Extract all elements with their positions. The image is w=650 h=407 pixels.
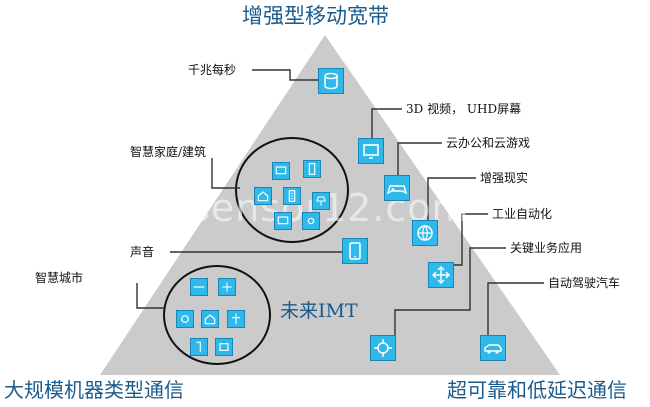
title-enhanced-mobile-broadband: 增强型移动宽带 <box>242 4 389 28</box>
globe-icon <box>412 220 438 246</box>
label-smart-home: 智慧家庭/建筑 <box>130 145 207 159</box>
connector-3d-video <box>371 108 402 138</box>
phone-icon <box>303 160 321 178</box>
game-controller-icon <box>384 175 410 201</box>
monitor-icon <box>272 162 290 180</box>
label-mission-critical: 关键业务应用 <box>510 241 583 255</box>
label-cloud: 云办公和云游戏 <box>446 136 531 150</box>
connector-mission-critical <box>394 247 506 335</box>
label-ar: 增强现实 <box>480 171 529 185</box>
connector-lines <box>136 69 544 335</box>
center-label-future-imt: 未来IMT <box>280 300 358 322</box>
smart-home-circle <box>235 137 349 243</box>
crosshair-icon <box>370 335 396 361</box>
database-icon <box>318 68 344 94</box>
connector-smart-home <box>211 158 240 189</box>
lamp-icon <box>190 338 208 356</box>
house-icon <box>254 187 272 205</box>
label-autonomous: 自动驾驶汽车 <box>548 276 621 290</box>
connector-ar <box>427 177 476 220</box>
building-icon <box>283 187 301 205</box>
corner-label-massive-machine-type: 大规模机器类型通信 <box>4 378 184 402</box>
expand-arrows-icon <box>428 262 454 288</box>
signal-icon <box>190 278 208 296</box>
signal-icon <box>218 278 236 296</box>
lamp-icon <box>312 192 330 210</box>
car-icon <box>480 335 506 361</box>
tablet-icon <box>215 338 233 356</box>
tablet-icon <box>342 238 368 264</box>
connector-autonomous <box>487 282 544 335</box>
lamp-icon <box>227 310 245 328</box>
signal-icon <box>176 310 194 328</box>
label-3d-video: 3D 视频， UHD屏幕 <box>406 102 522 116</box>
label-industry: 工业自动化 <box>492 207 553 221</box>
signal-icon <box>302 212 320 230</box>
connector-gigabit <box>252 69 318 81</box>
label-gigabit: 千兆每秒 <box>188 63 237 77</box>
capability-triangle <box>100 35 560 375</box>
monitor-icon <box>358 138 384 164</box>
house-icon <box>201 310 219 328</box>
monitor-icon <box>274 212 292 230</box>
connector-smart-city <box>136 283 166 309</box>
label-smart-city: 智慧城市 <box>35 271 84 285</box>
label-voice: 声音 <box>130 245 155 259</box>
connector-industry <box>452 213 488 266</box>
connector-cloud <box>397 142 442 175</box>
corner-label-ultra-reliable-low-latency: 超可靠和低延迟通信 <box>447 378 627 402</box>
smart-city-circle <box>163 265 271 365</box>
